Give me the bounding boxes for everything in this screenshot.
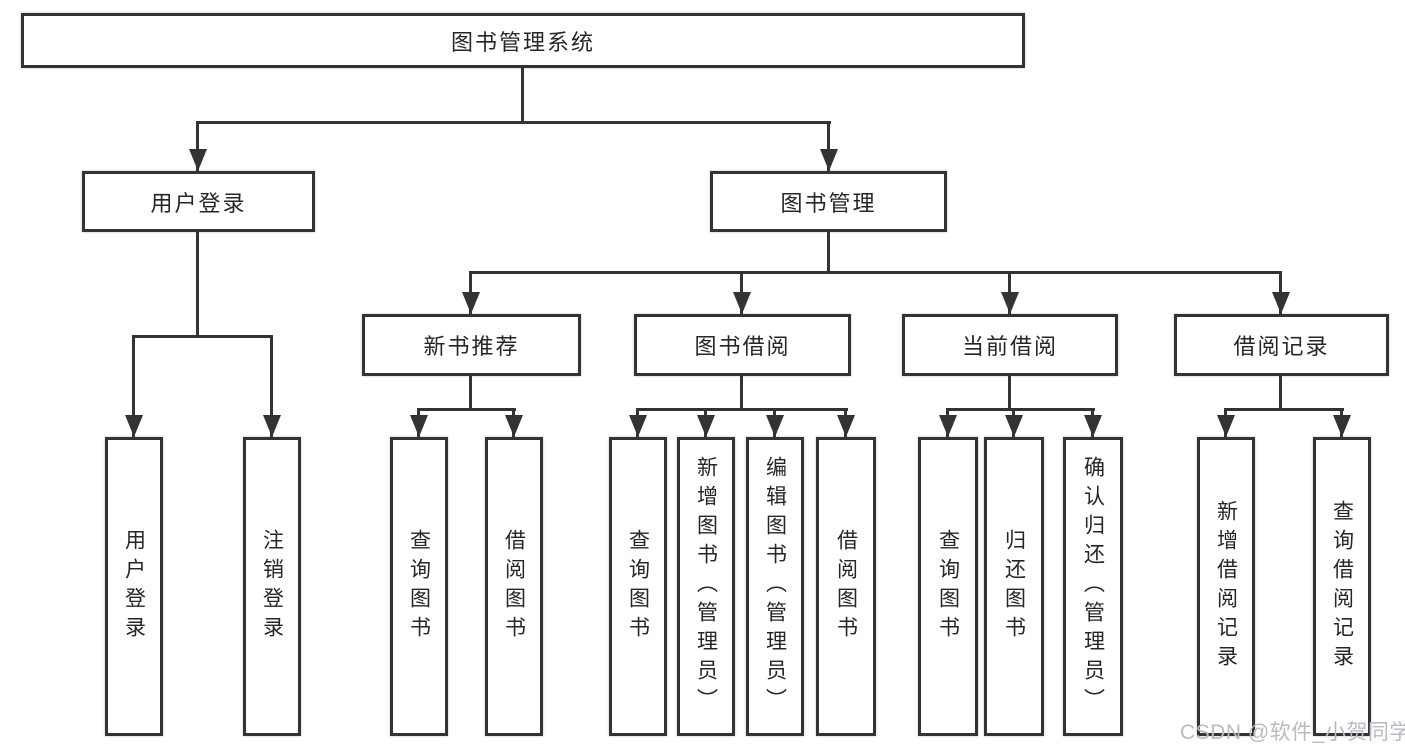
node-book-management: 图书管理 xyxy=(710,171,947,232)
connector-level2-branch xyxy=(196,121,831,124)
leaf-add-books-admin-label: 新增图书（管理员） xyxy=(694,456,718,717)
node-current-borrowing-label: 当前借阅 xyxy=(961,334,1058,359)
node-root-label: 图书管理系统 xyxy=(450,29,595,55)
arrowhead-l3 xyxy=(410,415,428,437)
connector-stem-leaf-login xyxy=(132,335,135,437)
leaf-recommend-query-books-label: 查询图书 xyxy=(407,528,431,645)
leaf-query-borrow-record-label: 查询借阅记录 xyxy=(1330,499,1354,674)
connector-user-login-branch xyxy=(132,335,273,338)
leaf-recommend-query-books: 查询图书 xyxy=(390,437,448,736)
arrowhead-l5 xyxy=(629,415,647,437)
leaf-logout: 注销登录 xyxy=(243,437,301,736)
arrowhead-l6 xyxy=(697,415,715,437)
leaf-user-login-label: 用户登录 xyxy=(122,528,146,645)
connector-book-management-trunk xyxy=(827,232,830,274)
connector-level3-branch xyxy=(469,271,1282,274)
leaf-return-books: 归还图书 xyxy=(984,437,1044,736)
node-root: 图书管理系统 xyxy=(21,13,1025,68)
arrowhead-leaf-login xyxy=(125,415,143,437)
connector-current-borrowing-branch xyxy=(946,408,1095,411)
connector-new-book-trunk xyxy=(469,376,472,411)
leaf-add-borrow-record: 新增借阅记录 xyxy=(1197,437,1255,736)
connector-book-borrowing-trunk xyxy=(740,376,743,411)
node-book-management-label: 图书管理 xyxy=(780,190,877,216)
leaf-user-login: 用户登录 xyxy=(105,437,163,736)
arrowhead-l12 xyxy=(1217,415,1235,437)
leaf-edit-books-admin: 编辑图书（管理员） xyxy=(746,437,804,736)
node-borrowing-records: 借阅记录 xyxy=(1174,314,1389,376)
arrowhead-l4 xyxy=(505,415,523,437)
leaf-recommend-borrow-books: 借阅图书 xyxy=(485,437,543,736)
arrowhead-new-book xyxy=(462,292,480,314)
arrowhead-l8 xyxy=(837,415,855,437)
connector-root-trunk xyxy=(521,68,524,122)
arrowhead-l11 xyxy=(1084,415,1102,437)
arrowhead-leaf-logout xyxy=(263,415,281,437)
arrowhead-book-management xyxy=(820,149,838,171)
node-new-book-recommendation: 新书推荐 xyxy=(362,314,581,376)
arrowhead-l9 xyxy=(939,415,957,437)
arrowhead-book-borrowing xyxy=(733,292,751,314)
csdn-watermark: CSDN @软件_小贺同学 xyxy=(1180,721,1405,744)
node-user-login: 用户登录 xyxy=(82,171,315,232)
connector-user-login-trunk xyxy=(196,232,199,338)
node-current-borrowing: 当前借阅 xyxy=(902,314,1118,376)
leaf-borrow-query-books: 查询图书 xyxy=(609,437,667,736)
node-book-borrowing: 图书借阅 xyxy=(634,314,851,376)
leaf-logout-label: 注销登录 xyxy=(260,528,284,645)
connector-stem-book-management xyxy=(827,121,830,171)
connector-new-book-branch xyxy=(417,408,516,411)
arrowhead-user-login xyxy=(189,149,207,171)
arrowhead-l10 xyxy=(1005,415,1023,437)
leaf-confirm-return-admin-label: 确认归还（管理员） xyxy=(1081,456,1105,717)
arrowhead-borrowing-records xyxy=(1272,292,1290,314)
leaf-return-books-label: 归还图书 xyxy=(1002,528,1026,645)
connector-stem-leaf-logout xyxy=(270,335,273,437)
arrowhead-current-borrowing xyxy=(1001,292,1019,314)
leaf-query-borrow-record: 查询借阅记录 xyxy=(1313,437,1371,736)
node-book-borrowing-label: 图书借阅 xyxy=(694,334,791,359)
leaf-confirm-return-admin: 确认归还（管理员） xyxy=(1063,437,1123,736)
leaf-add-books-admin: 新增图书（管理员） xyxy=(677,437,735,736)
connector-current-borrowing-trunk xyxy=(1008,376,1011,411)
connector-stem-user-login xyxy=(196,121,199,171)
connector-borrowing-records-trunk xyxy=(1279,376,1282,411)
leaf-current-query-books-label: 查询图书 xyxy=(936,528,960,645)
leaf-recommend-borrow-books-label: 借阅图书 xyxy=(502,528,526,645)
leaf-add-borrow-record-label: 新增借阅记录 xyxy=(1214,499,1238,674)
node-user-login-label: 用户登录 xyxy=(150,190,247,216)
arrowhead-l13 xyxy=(1333,415,1351,437)
leaf-edit-books-admin-label: 编辑图书（管理员） xyxy=(763,456,787,717)
connector-book-borrowing-branch xyxy=(636,408,848,411)
leaf-borrow-books: 借阅图书 xyxy=(816,437,876,736)
leaf-borrow-books-label: 借阅图书 xyxy=(834,528,858,645)
arrowhead-l7 xyxy=(766,415,784,437)
leaf-borrow-query-books-label: 查询图书 xyxy=(626,528,650,645)
leaf-current-query-books: 查询图书 xyxy=(918,437,978,736)
node-borrowing-records-label: 借阅记录 xyxy=(1233,334,1330,359)
node-new-book-recommendation-label: 新书推荐 xyxy=(423,334,520,359)
connector-borrowing-records-branch xyxy=(1224,408,1344,411)
